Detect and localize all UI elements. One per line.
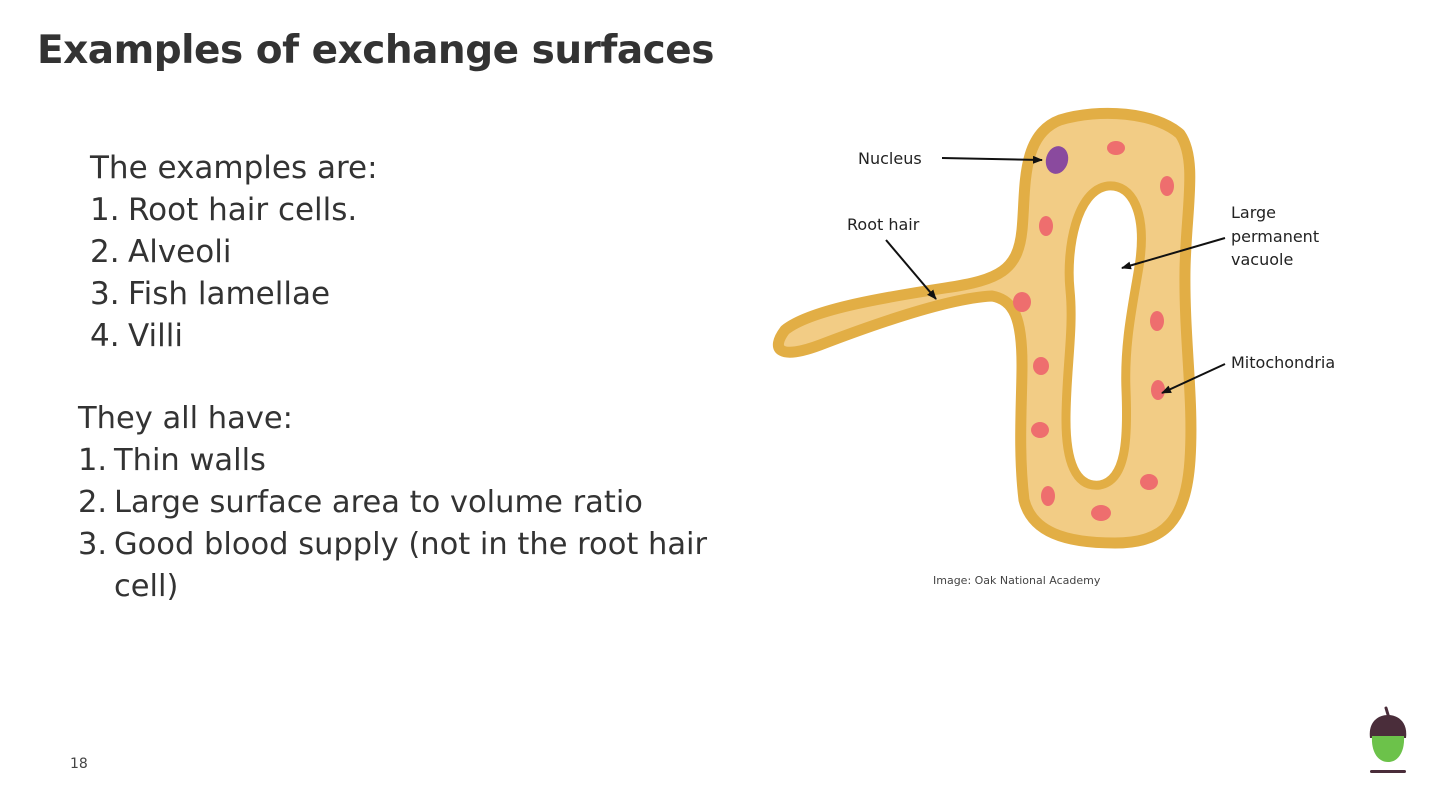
nucleus-arrow — [941, 155, 1043, 164]
list-item: 4.Villi — [90, 315, 378, 357]
list-item-number: 3. — [78, 527, 108, 562]
vacuole-arrow — [1121, 237, 1226, 270]
mitochondrion — [1033, 357, 1049, 375]
list-item-text: Fish lamellae — [128, 276, 331, 312]
label-arrows — [885, 155, 1226, 394]
list-item-number: 1. — [90, 192, 120, 228]
mitochondria-group — [1013, 141, 1174, 521]
label-vacuole-line-3: vacuole — [1231, 250, 1293, 269]
list-item: 1.Root hair cells. — [90, 189, 378, 231]
features-lead: They all have: — [78, 401, 293, 436]
list-item-text: Good blood supply (not in the root hair … — [114, 527, 708, 604]
mitochondrion — [1107, 141, 1125, 155]
list-item-text: Large surface area to volume ratio — [114, 485, 643, 520]
list-item-text: Thin walls — [114, 443, 266, 478]
list-item: 3.Good blood supply (not in the root hai… — [78, 524, 724, 608]
root-hair-cell-svg: Nucleus Root hair Large permanent vacuol… — [772, 107, 1335, 549]
list-item: 3.Fish lamellae — [90, 273, 378, 315]
list-item-number: 3. — [90, 276, 120, 312]
root-hair-arrow — [885, 239, 937, 300]
root-hair-cell-diagram: Nucleus Root hair Large permanent vacuol… — [770, 100, 1370, 560]
mitochondrion — [1140, 474, 1158, 490]
list-item-number: 2. — [78, 485, 108, 520]
mitochondrion — [1150, 311, 1164, 331]
mitochondrion — [1013, 292, 1031, 312]
nucleus — [1045, 146, 1069, 174]
cell-body — [772, 107, 1197, 549]
features-block: They all have: 1.Thin walls 2.Large surf… — [78, 398, 724, 608]
acorn-cap — [1369, 715, 1407, 738]
label-nucleus: Nucleus — [858, 149, 922, 168]
acorn-icon — [1369, 706, 1407, 773]
examples-list: 1.Root hair cells. 2.Alveoli 3.Fish lame… — [90, 189, 378, 357]
mitochondria-arrow — [1161, 363, 1226, 394]
mitochondrion — [1151, 380, 1165, 400]
page-number: 18 — [70, 756, 88, 772]
mitochondrion — [1091, 505, 1111, 521]
list-item-number: 1. — [78, 443, 108, 478]
vacuole — [1061, 181, 1146, 490]
image-credit: Image: Oak National Academy — [933, 574, 1101, 587]
list-item: 1.Thin walls — [78, 440, 724, 482]
mitochondrion — [1041, 486, 1055, 506]
list-item: 2.Large surface area to volume ratio — [78, 482, 724, 524]
slide-title: Examples of exchange surfaces — [37, 28, 714, 73]
list-item-number: 2. — [90, 234, 120, 270]
features-list: 1.Thin walls 2.Large surface area to vol… — [78, 440, 724, 608]
mitochondrion — [1039, 216, 1053, 236]
acorn-body — [1371, 736, 1405, 762]
label-vacuole-line-2: permanent — [1231, 227, 1319, 246]
list-item-text: Root hair cells. — [128, 192, 358, 228]
mitochondrion — [1031, 422, 1049, 438]
list-item-text: Alveoli — [128, 234, 232, 270]
list-item-text: Villi — [128, 318, 183, 354]
list-item-number: 4. — [90, 318, 120, 354]
list-item: 2.Alveoli — [90, 231, 378, 273]
examples-lead: The examples are: — [90, 150, 378, 186]
examples-block: The examples are: 1.Root hair cells. 2.A… — [90, 147, 378, 357]
label-root-hair: Root hair — [847, 215, 920, 234]
label-vacuole-line-1: Large — [1231, 203, 1276, 222]
mitochondrion — [1160, 176, 1174, 196]
label-mitochondria: Mitochondria — [1231, 353, 1335, 372]
acorn-base — [1370, 770, 1406, 773]
